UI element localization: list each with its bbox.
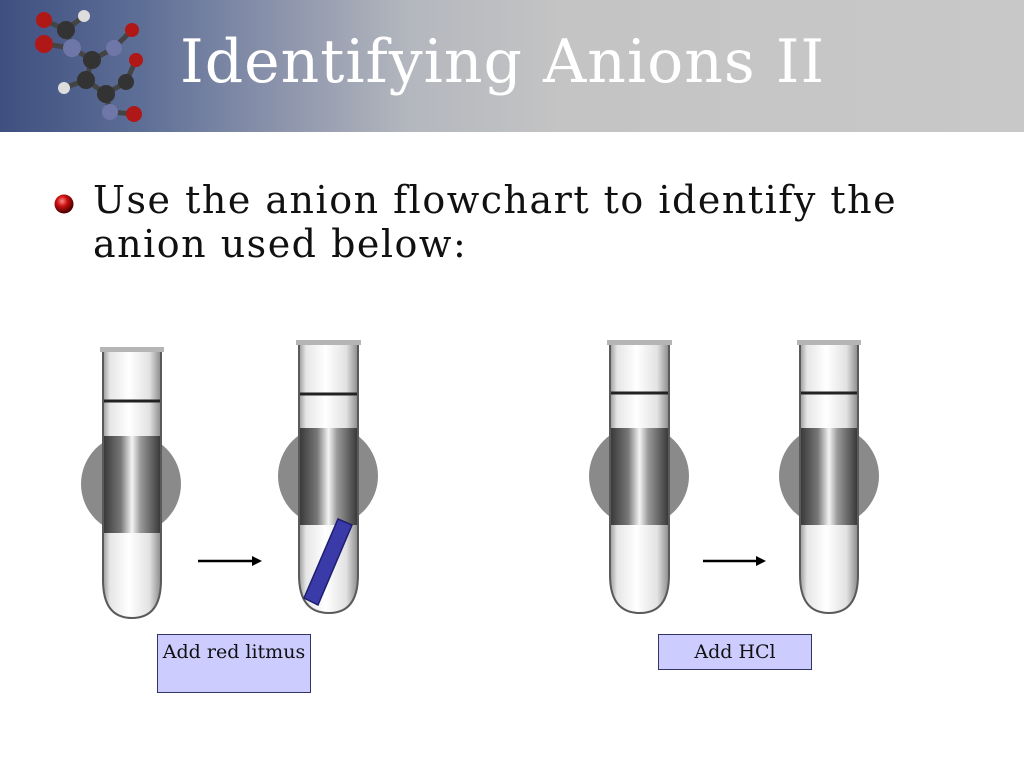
- test-tube-diagram: [81, 340, 879, 620]
- test-tube-2: [278, 340, 378, 615]
- molecule-icon: [35, 10, 143, 122]
- arrow-right-icon: [198, 556, 262, 566]
- arrow-right-icon: [703, 556, 766, 566]
- add-red-litmus-label: Add red litmus: [157, 634, 311, 693]
- test-tube-3: [589, 340, 689, 615]
- red-bullet-icon: [54, 194, 74, 214]
- slide-title: Identifying Anions II: [180, 27, 826, 97]
- bullet-text: Use the anion flowchart to identify the …: [93, 178, 898, 266]
- header-banner: Identifying Anions II: [0, 0, 1024, 132]
- test-tube-4: [779, 340, 879, 615]
- test-tube-1: [81, 347, 181, 620]
- add-hcl-label: Add HCl: [658, 634, 812, 670]
- blue-litmus-strip: [303, 518, 353, 607]
